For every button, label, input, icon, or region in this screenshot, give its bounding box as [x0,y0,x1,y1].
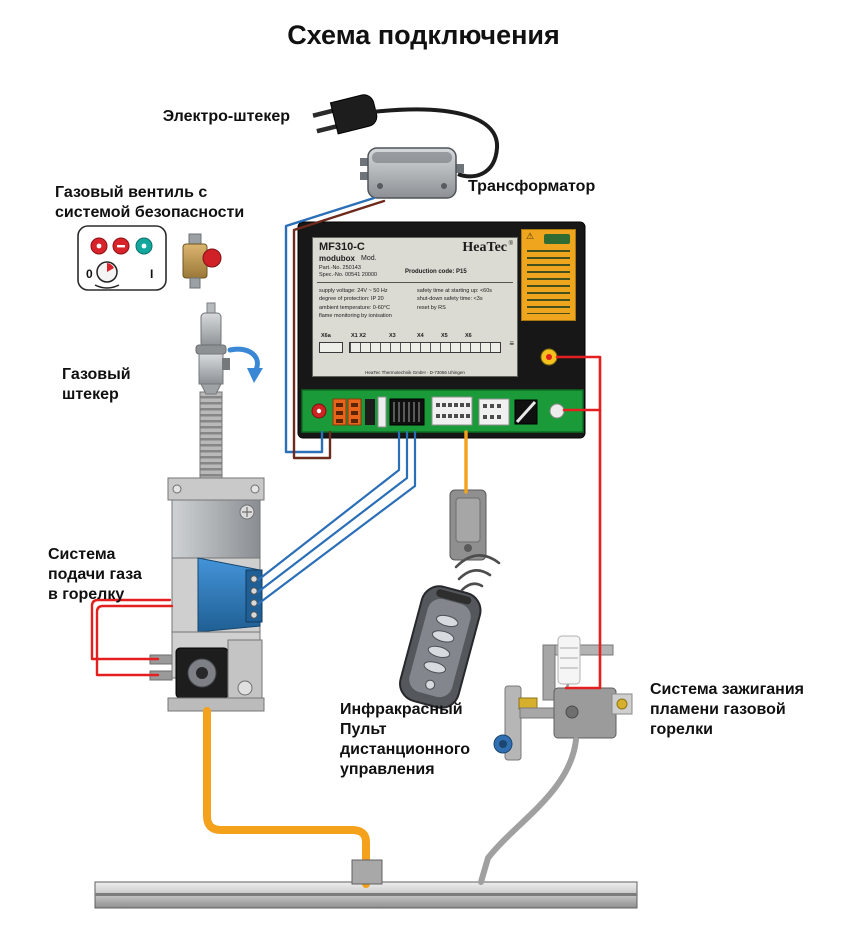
terminal-x4: X4 [417,333,424,339]
ir-signal-icon [454,554,501,592]
model-number: MF310-C [319,241,365,253]
label-gas-valve: Газовый вентиль с системой безопасности [55,184,245,221]
connector-diagram-main [349,342,501,353]
production-code: Production code: P15 [405,269,467,275]
wire-red-supply-1 [90,598,172,661]
sticker-chip [544,234,570,244]
registered-mark: ® [508,241,513,247]
part-number: Part.-No. 250143 [319,265,361,271]
wire-blue-transformer [284,196,376,454]
label-footer: HeaTec Thermotechnik GmbH · D-73066 Uhin… [365,370,465,375]
wire-blue-1 [256,430,401,582]
ignition-transformer [553,687,617,739]
page-title: Схема подключения [287,20,560,50]
terminal-x5: X5 [441,333,448,339]
sticker-text-lines [527,250,570,314]
divider [317,282,513,283]
spec-lines: supply voltage: 24V ~ 50 Hz degree of pr… [319,288,392,319]
wire-dark-transformer [292,199,386,460]
warning-icon: ⚠ [526,231,535,241]
series-name: modubox [319,254,355,263]
wire-gray-ignition [478,737,579,885]
wire-red-supply-2 [95,604,174,677]
flat-connector [449,489,487,561]
wire-blue-2 [256,430,409,594]
valve-knob-icon [202,248,222,268]
spec-number: Spec.-No. 00541 20000 [319,272,378,278]
gas-safety-panel: 0 I [77,225,167,291]
terminal-port-icon [549,403,565,419]
valve-on-label: I [150,267,153,281]
ignition-unit [493,635,633,761]
ground-icon: ≡ [509,339,514,348]
controller-label: MF310-C modubox Mod. Part.-No. 250143 Sp… [312,237,518,377]
terminal-x6: X6 [465,333,472,339]
gas-valve [182,233,222,289]
transformer [360,147,464,199]
safety-lines: safety time at starting up: <60s shut-do… [417,288,493,311]
electro-plug [312,94,378,135]
label-ignition: Система зажигания пламени газовой горелк… [650,681,804,738]
terminal-x3: X3 [389,333,396,339]
label-remote: Инфракрасный Пульт дистанционного управл… [340,701,471,778]
mod-label: Mod. [361,255,377,262]
remote-control [399,585,482,709]
gas-hose [199,391,223,483]
rotate-arrow-icon [227,346,260,373]
ignition-electrode [557,635,581,685]
warning-sticker: ⚠ [521,229,576,321]
label-gas-supply: Система подачи газа в горелку [48,546,142,603]
valve-off-label: 0 [86,267,93,281]
gas-plug [195,302,263,483]
gas-supply-unit [149,477,265,712]
brand-logo: HeaTec [462,240,507,255]
terminal-x6a: X6a [321,333,331,339]
label-transformer: Трансформатор [468,178,596,195]
label-gas-plug: Газовый штекер [62,366,131,403]
bar-bracket [351,859,383,885]
wire-red-ignition [555,355,602,690]
label-electro-plug: Электро-штекер [162,108,290,125]
wire-orange-burner [203,707,370,888]
ir-window-icon [436,589,472,605]
connector-diagram-small [319,342,343,353]
terminal-x1x2: X1 X2 [351,333,366,339]
wire-blue-3 [256,430,417,606]
terminal-strip [301,389,584,433]
power-cable [371,107,500,179]
